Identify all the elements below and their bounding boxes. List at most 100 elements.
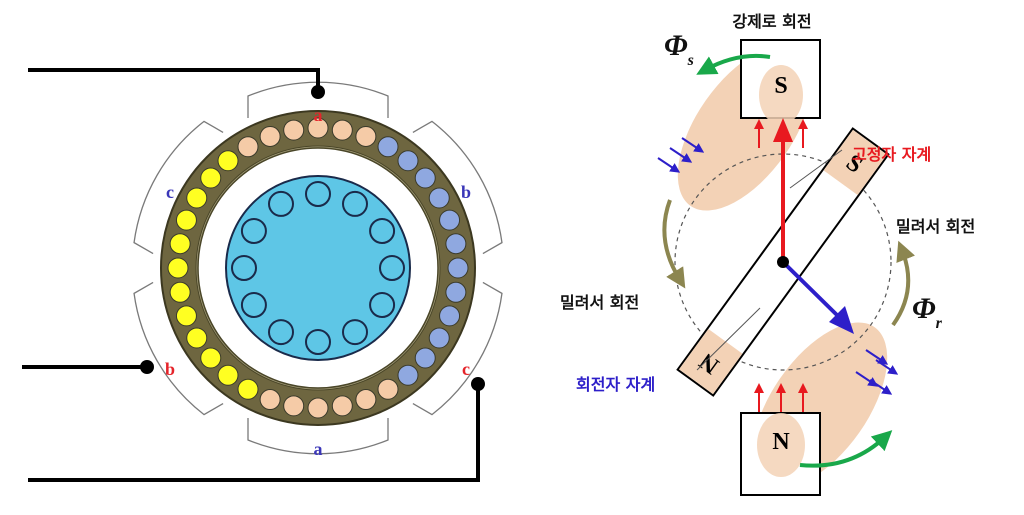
- stator-coil: [186, 327, 208, 349]
- stator-coil: [377, 378, 399, 400]
- stator-diagram: a b c a b c: [22, 68, 503, 482]
- label-rotor-field: 회전자 자계: [576, 375, 655, 394]
- rotor-bar-slot: [231, 255, 257, 281]
- stator-coil: [428, 327, 450, 349]
- stator-coil: [355, 389, 377, 411]
- field-diagram: S N S N S N: [560, 12, 975, 496]
- stator-coil: [414, 347, 436, 369]
- stator-coil: [169, 281, 191, 303]
- stator-flux-arrows: [754, 119, 808, 412]
- stator-coil: [237, 378, 259, 400]
- rotor-flux-arrow: [869, 379, 893, 395]
- stator-coil: [283, 119, 305, 141]
- stator-field-arrowhead: [773, 118, 793, 142]
- label-pushed-rotation-left: 밀려서 회전: [560, 293, 639, 312]
- phase-label-a-top: a: [314, 105, 323, 125]
- pole-frame: [133, 281, 224, 416]
- stator-coil: [377, 136, 399, 158]
- rotor-bar-s-glow: [823, 129, 887, 196]
- rotor-bar-slot: [379, 255, 405, 281]
- rotor-flux-arrow: [657, 157, 681, 173]
- stator-coil: [428, 187, 450, 209]
- stator-coil: [200, 167, 222, 189]
- stator-coil: [217, 150, 239, 172]
- stator-coil: [414, 167, 436, 189]
- green-arrow-top: [696, 53, 771, 75]
- pole-frames: [133, 81, 503, 455]
- phase-label-b-terminal: b: [165, 359, 175, 379]
- stator-coil: [331, 395, 353, 417]
- stator-coil: [307, 117, 329, 139]
- label-stator-field: 고정자 자계: [852, 145, 931, 164]
- pole-frame-outline: [133, 120, 224, 255]
- stator-coil: [397, 364, 419, 386]
- stator-coil: [355, 125, 377, 147]
- leader-rotor-field: [696, 307, 761, 371]
- pole-frame: [412, 120, 503, 255]
- phase-label-b-right: b: [461, 182, 471, 202]
- phi-r-symbol: Φ: [912, 292, 936, 325]
- rotor-flux-arrow: [875, 359, 899, 375]
- green-arrow-bottom: [799, 430, 893, 468]
- rotor-flux-arrow: [681, 137, 705, 153]
- rotor-bar-slot: [268, 319, 294, 346]
- rotor-field-arrowhead: [829, 306, 854, 334]
- stator-coil: [169, 233, 191, 255]
- rotor-flux-arrow: [669, 147, 693, 163]
- leader-stator-field: [789, 149, 843, 189]
- label-forced-rotation: 강제로 회전: [732, 12, 811, 31]
- stator-coil: [259, 389, 281, 411]
- rotor-bar-slot: [305, 181, 331, 207]
- terminal-b: [140, 360, 154, 374]
- phi-s-subscript: s: [687, 52, 694, 69]
- stator-coil: [259, 125, 281, 147]
- rotor-bar-n-glow: [679, 328, 743, 395]
- stator-coils: [167, 117, 469, 419]
- stator-coil: [217, 364, 239, 386]
- stator-coil: [167, 257, 189, 279]
- rotor-field-arrow: [781, 260, 842, 320]
- stator-coil: [283, 395, 305, 417]
- rotor-flux-arrows: [657, 137, 899, 395]
- rotor-body: [225, 175, 411, 361]
- rotor-bar-slot: [240, 292, 267, 318]
- phase-label-c-terminal: c: [462, 359, 470, 379]
- stator-coil: [175, 305, 197, 327]
- pole-frame: [247, 418, 389, 455]
- stator-coil: [307, 397, 329, 419]
- pole-frame: [133, 120, 224, 255]
- rotor-center: [777, 256, 789, 268]
- terminal-a: [311, 85, 325, 99]
- label-phi-r: Φr: [912, 292, 943, 332]
- flux-glow-top-overlay: [759, 65, 803, 125]
- stator-coil: [447, 257, 469, 279]
- rotor-bars: [231, 181, 405, 355]
- rotor-flux-arrow: [855, 371, 879, 387]
- wire-c: [28, 384, 480, 482]
- rotor-bar-slot: [369, 218, 396, 244]
- rotor-flux-arrow: [865, 349, 889, 365]
- stator-coil: [200, 347, 222, 369]
- phase-label-c-left: c: [166, 182, 174, 202]
- rotor-bar-slot: [369, 292, 396, 318]
- flux-glow-bottom-overlay: [757, 413, 805, 477]
- pole-frame-outline: [133, 281, 224, 416]
- olive-arrow-left: [662, 199, 686, 289]
- stator-pole-s-overlay: S: [774, 73, 787, 99]
- stator-coil: [237, 136, 259, 158]
- rotor-bar-slot: [305, 329, 331, 355]
- pole-frame-outline: [412, 281, 503, 416]
- pole-frame-outline: [247, 418, 389, 455]
- pole-frame-outline: [412, 120, 503, 255]
- stator-coil: [445, 233, 467, 255]
- rotor-bar-slot: [268, 190, 294, 217]
- stator-coil: [175, 209, 197, 231]
- phase-label-a-bottom: a: [314, 439, 323, 459]
- olive-arrow-right: [891, 240, 915, 327]
- stator-pole-n-overlay: N: [772, 429, 790, 455]
- phi-r-subscript: r: [936, 315, 943, 332]
- rotor-bar-slot: [342, 319, 368, 346]
- rotor-bar-slot: [342, 190, 368, 217]
- stator-coil: [331, 119, 353, 141]
